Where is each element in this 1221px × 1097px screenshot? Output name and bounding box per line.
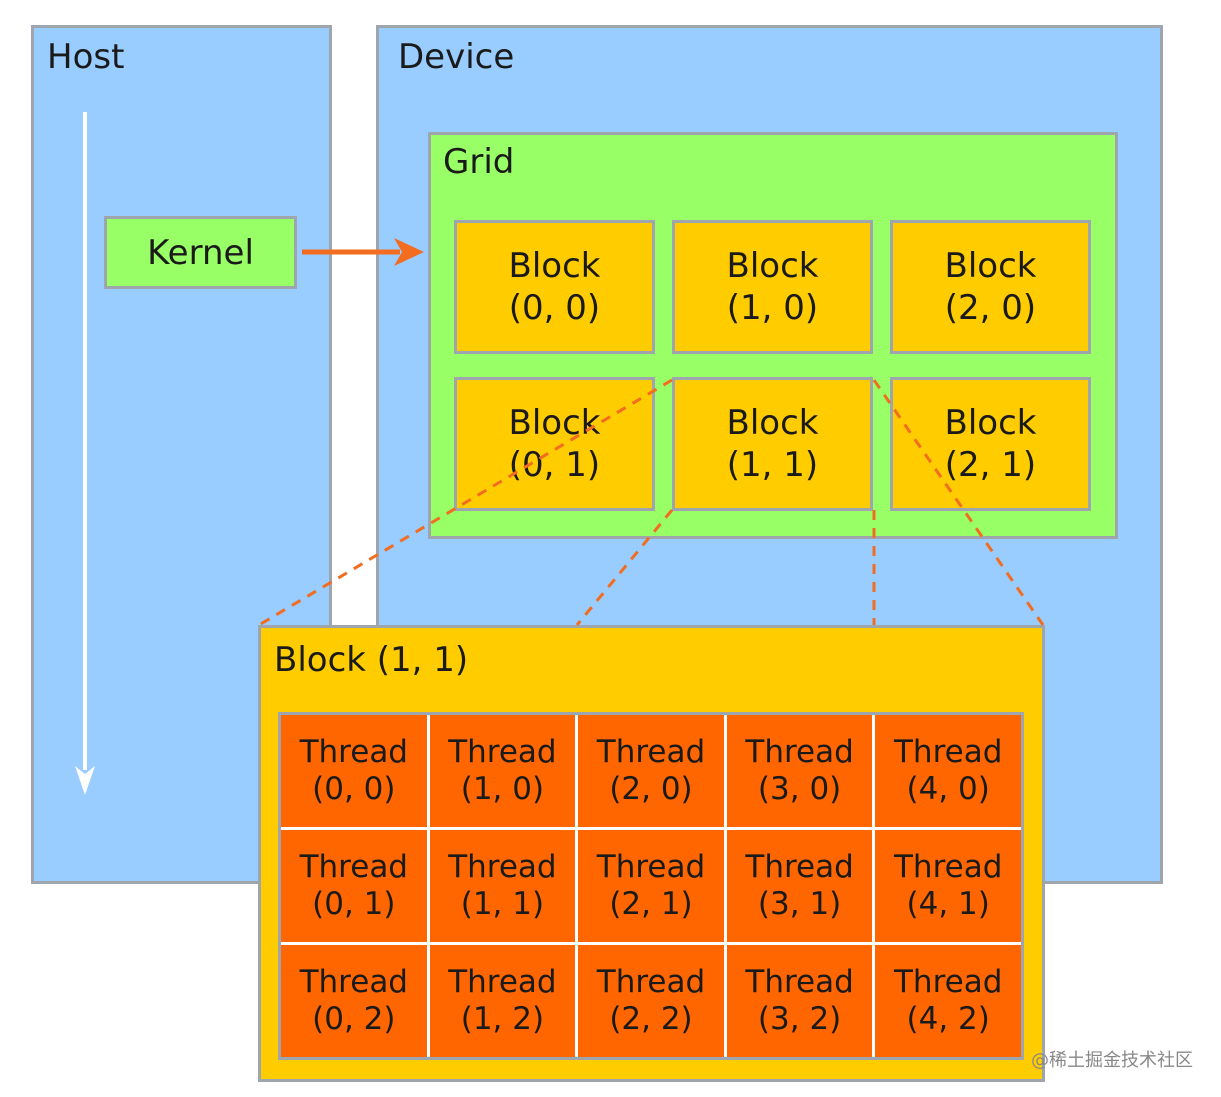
thread-name: Thread — [893, 734, 1003, 770]
block-coord: (2, 1) — [944, 445, 1037, 485]
thread-cell: Thread(3, 0) — [726, 715, 873, 827]
thread-cell: Thread(1, 2) — [429, 945, 576, 1057]
block-name: Block — [726, 246, 819, 286]
thread-coord: (1, 0) — [460, 771, 545, 807]
grid-title: Grid — [443, 142, 515, 182]
block-coord: (0, 1) — [508, 445, 601, 485]
block-name: Block — [944, 403, 1037, 443]
thread-cell: Thread(2, 1) — [578, 830, 724, 942]
thread-cell: Thread(2, 2) — [578, 945, 724, 1057]
thread-cell: Thread(1, 1) — [429, 830, 576, 942]
thread-coord: (2, 2) — [609, 1001, 693, 1037]
thread-coord: (2, 0) — [609, 771, 693, 807]
thread-cell: Thread(1, 0) — [429, 715, 576, 827]
grid-block: Block (2, 1) — [890, 377, 1091, 511]
thread-name: Thread — [893, 849, 1003, 885]
block-name: Block — [944, 246, 1037, 286]
block-coord: (1, 1) — [726, 445, 819, 485]
thread-cell: Thread(0, 1) — [281, 830, 427, 942]
block-detail-title: Block (1, 1) — [274, 640, 469, 680]
thread-coord: (0, 2) — [312, 1001, 396, 1037]
grid-block: Block (2, 0) — [890, 220, 1091, 354]
thread-coord: (1, 2) — [460, 1001, 545, 1037]
grid-block: Block (1, 0) — [672, 220, 873, 354]
block-name: Block — [508, 403, 601, 443]
thread-name: Thread — [745, 734, 854, 770]
thread-name: Thread — [745, 964, 854, 1000]
thread-cell: Thread(3, 1) — [726, 830, 873, 942]
kernel-label: Kernel — [147, 232, 254, 273]
thread-cell: Thread(3, 2) — [726, 945, 873, 1057]
thread-name: Thread — [299, 734, 408, 770]
thread-coord: (3, 0) — [757, 771, 842, 807]
thread-name: Thread — [893, 964, 1003, 1000]
block-name: Block — [508, 246, 601, 286]
thread-coord: (3, 2) — [757, 1001, 842, 1037]
thread-name: Thread — [745, 849, 854, 885]
thread-coord: (3, 1) — [757, 886, 842, 922]
thread-coord: (0, 1) — [312, 886, 396, 922]
device-title: Device — [398, 37, 515, 77]
thread-coord: (4, 0) — [906, 771, 990, 807]
thread-cell: Thread(4, 2) — [875, 945, 1021, 1057]
thread-name: Thread — [299, 964, 408, 1000]
grid-block: Block (0, 1) — [454, 377, 655, 511]
kernel-box: Kernel — [104, 216, 297, 289]
block-coord: (2, 0) — [944, 288, 1037, 328]
thread-coord: (4, 2) — [906, 1001, 990, 1037]
thread-cell: Thread(4, 0) — [875, 715, 1021, 827]
thread-grid: Thread(0, 0) Thread(1, 0) Thread(2, 0) T… — [278, 712, 1024, 1060]
thread-cell: Thread(4, 1) — [875, 830, 1021, 942]
grid-block: Block (0, 0) — [454, 220, 655, 354]
thread-name: Thread — [448, 964, 557, 1000]
thread-name: Thread — [596, 734, 706, 770]
thread-coord: (1, 1) — [460, 886, 545, 922]
block-name: Block — [726, 403, 819, 443]
thread-name: Thread — [596, 964, 706, 1000]
block-coord: (0, 0) — [508, 288, 601, 328]
thread-cell: Thread(2, 0) — [578, 715, 724, 827]
block-coord: (1, 0) — [726, 288, 819, 328]
thread-name: Thread — [299, 849, 408, 885]
thread-coord: (4, 1) — [906, 886, 990, 922]
thread-name: Thread — [448, 849, 557, 885]
thread-coord: (2, 1) — [609, 886, 693, 922]
thread-coord: (0, 0) — [312, 771, 396, 807]
thread-name: Thread — [596, 849, 706, 885]
thread-name: Thread — [448, 734, 557, 770]
source-watermark: @稀土掘金技术社区 — [1031, 1050, 1193, 1071]
grid-block-highlighted: Block (1, 1) — [672, 377, 873, 511]
thread-cell: Thread(0, 2) — [281, 945, 427, 1057]
thread-cell: Thread(0, 0) — [281, 715, 427, 827]
host-title: Host — [47, 37, 125, 77]
